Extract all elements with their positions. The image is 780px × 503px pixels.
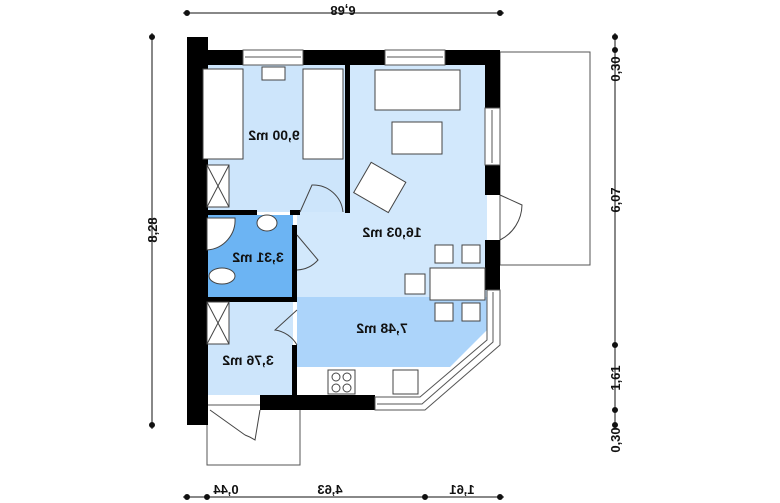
bed-right <box>302 68 344 160</box>
dim-top-total: 6,68 <box>330 3 355 18</box>
room-area-bedroom: 9,00 m2 <box>248 127 300 143</box>
nightstand <box>261 66 286 81</box>
bed-left <box>202 68 244 160</box>
shower <box>206 217 236 251</box>
sofa <box>374 69 461 111</box>
dining-table <box>429 267 486 301</box>
room-area-bathroom: 3,31 m2 <box>232 249 284 265</box>
terrace-outline <box>499 51 591 266</box>
dim-bottom-1: 0,44 <box>213 482 239 497</box>
furniture <box>202 66 486 395</box>
dim-right-1: 0,30 <box>608 56 623 81</box>
room-area-living: 16,03 m2 <box>362 224 421 240</box>
toilet <box>208 267 236 285</box>
doors <box>209 184 523 441</box>
coffee-table <box>391 121 443 155</box>
sink <box>256 214 278 232</box>
living-fill-ext <box>297 212 349 297</box>
room-area-kitchen: 7,48 m2 <box>356 320 408 336</box>
dim-right-4: 0,30 <box>608 427 623 452</box>
dim-bottom-3: 1,61 <box>449 482 474 497</box>
kitchen-sink <box>392 369 419 395</box>
dim-left-total: 8,28 <box>145 217 160 242</box>
dim-right-2: 6,07 <box>608 187 623 212</box>
dim-bottom-2: 4,63 <box>317 482 342 497</box>
armchair <box>352 161 407 214</box>
windows <box>242 49 501 411</box>
stove <box>327 369 356 395</box>
porch-outline <box>206 404 301 466</box>
dimension-lines <box>149 10 618 500</box>
room-area-hall: 3,76 m2 <box>222 352 274 368</box>
dim-right-3: 1,61 <box>608 365 623 390</box>
